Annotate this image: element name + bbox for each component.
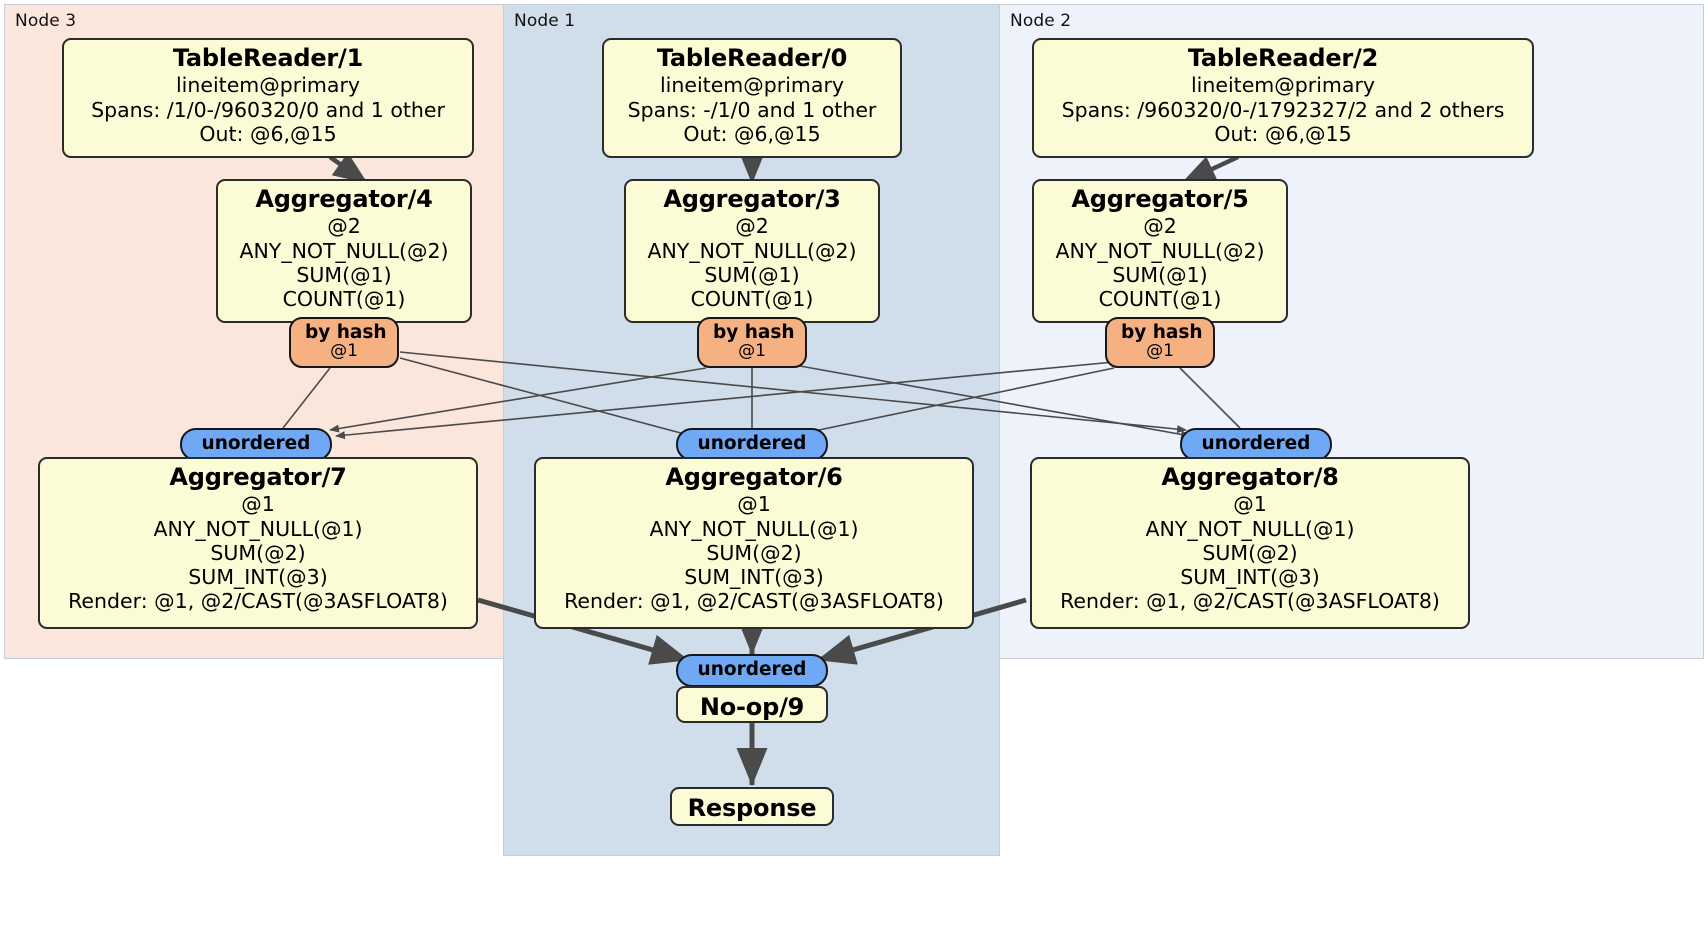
processor-title: Aggregator/6 — [665, 463, 843, 491]
processor-line: ANY_NOT_NULL(@2) — [1055, 238, 1265, 263]
processor-line: COUNT(@1) — [690, 286, 814, 311]
processor-line: lineitem@primary — [659, 73, 845, 98]
processor-title: Aggregator/7 — [169, 463, 347, 491]
hash-router-center[interactable]: by hash @1 — [697, 317, 807, 369]
processor-aggregator-6[interactable]: Aggregator/6 @1 ANY_NOT_NULL(@1) SUM(@2)… — [534, 457, 974, 629]
processor-line: ANY_NOT_NULL(@1) — [153, 516, 363, 541]
hash-router-label: by hash — [305, 322, 387, 343]
node-panel-label-node2: Node 2 — [1010, 11, 1072, 31]
processor-line: SUM_INT(@3) — [1180, 564, 1320, 589]
hash-router-label: by hash — [713, 322, 795, 343]
processor-title: TableReader/1 — [172, 44, 364, 72]
processor-title: Aggregator/5 — [1071, 185, 1249, 213]
processor-line: SUM(@1) — [296, 262, 392, 287]
processor-aggregator-7[interactable]: Aggregator/7 @1 ANY_NOT_NULL(@1) SUM(@2)… — [38, 457, 478, 629]
processor-tablereader-1[interactable]: TableReader/1 lineitem@primary Spans: /1… — [62, 38, 474, 158]
processor-title: Aggregator/8 — [1161, 463, 1339, 491]
processor-line: COUNT(@1) — [282, 286, 406, 311]
processor-line: SUM(@1) — [1112, 262, 1208, 287]
processor-line: SUM(@1) — [704, 262, 800, 287]
processor-line: Spans: /960320/0-/1792327/2 and 2 others — [1061, 97, 1505, 122]
processor-aggregator-3[interactable]: Aggregator/3 @2 ANY_NOT_NULL(@2) SUM(@1)… — [624, 179, 880, 323]
hash-router-column: @1 — [1146, 341, 1174, 362]
synchronizer-unordered-center[interactable]: unordered — [676, 428, 828, 462]
processor-line: Spans: -/1/0 and 1 other — [627, 97, 877, 122]
hash-router-left[interactable]: by hash @1 — [289, 317, 399, 369]
processor-line: SUM_INT(@3) — [188, 564, 328, 589]
processor-title: TableReader/2 — [1187, 44, 1379, 72]
hash-router-column: @1 — [738, 341, 766, 362]
processor-response[interactable]: Response — [670, 787, 834, 826]
processor-line: lineitem@primary — [1190, 73, 1376, 98]
processor-line: ANY_NOT_NULL(@2) — [647, 238, 857, 263]
hash-router-right[interactable]: by hash @1 — [1105, 317, 1215, 369]
synchronizer-label: unordered — [697, 659, 807, 680]
synchronizer-label: unordered — [201, 433, 311, 454]
processor-line: @2 — [1143, 214, 1177, 239]
processor-render-line: Render: @1, @2/CAST(@3ASFLOAT8) — [68, 589, 448, 614]
processor-line: ANY_NOT_NULL(@2) — [239, 238, 449, 263]
processor-line: @1 — [1233, 492, 1267, 517]
synchronizer-unordered-right[interactable]: unordered — [1180, 428, 1332, 462]
processor-line: @2 — [327, 214, 361, 239]
processor-line: SUM_INT(@3) — [684, 564, 824, 589]
processor-line: Out: @6,@15 — [683, 121, 821, 146]
processor-line: ANY_NOT_NULL(@1) — [1145, 516, 1355, 541]
processor-line: @1 — [737, 492, 771, 517]
processor-aggregator-8[interactable]: Aggregator/8 @1 ANY_NOT_NULL(@1) SUM(@2)… — [1030, 457, 1470, 629]
processor-title: Response — [687, 794, 817, 822]
processor-tablereader-2[interactable]: TableReader/2 lineitem@primary Spans: /9… — [1032, 38, 1534, 158]
processor-line: ANY_NOT_NULL(@1) — [649, 516, 859, 541]
synchronizer-label: unordered — [1201, 433, 1311, 454]
processor-line: @1 — [241, 492, 275, 517]
processor-title: No-op/9 — [699, 693, 805, 721]
processor-line: SUM(@2) — [210, 540, 306, 565]
processor-line: SUM(@2) — [1202, 540, 1298, 565]
processor-title: TableReader/0 — [656, 44, 848, 72]
processor-render-line: Render: @1, @2/CAST(@3ASFLOAT8) — [564, 589, 944, 614]
processor-line: lineitem@primary — [175, 73, 361, 98]
node-panel-label-node1: Node 1 — [514, 11, 576, 31]
hash-router-label: by hash — [1121, 322, 1203, 343]
processor-render-line: Render: @1, @2/CAST(@3ASFLOAT8) — [1060, 589, 1440, 614]
processor-line: Out: @6,@15 — [1214, 121, 1352, 146]
processor-line: COUNT(@1) — [1098, 286, 1222, 311]
processor-aggregator-5[interactable]: Aggregator/5 @2 ANY_NOT_NULL(@2) SUM(@1)… — [1032, 179, 1288, 323]
processor-line: Spans: /1/0-/960320/0 and 1 other — [91, 97, 445, 122]
processor-noop-9[interactable]: No-op/9 — [676, 686, 828, 723]
synchronizer-unordered-final[interactable]: unordered — [676, 654, 828, 688]
processor-title: Aggregator/4 — [255, 185, 433, 213]
synchronizer-label: unordered — [697, 433, 807, 454]
processor-line: @2 — [735, 214, 769, 239]
hash-router-column: @1 — [330, 341, 358, 362]
processor-aggregator-4[interactable]: Aggregator/4 @2 ANY_NOT_NULL(@2) SUM(@1)… — [216, 179, 472, 323]
processor-line: SUM(@2) — [706, 540, 802, 565]
processor-tablereader-0[interactable]: TableReader/0 lineitem@primary Spans: -/… — [602, 38, 902, 158]
processor-line: Out: @6,@15 — [199, 121, 337, 146]
processor-title: Aggregator/3 — [663, 185, 841, 213]
node-panel-label-node3: Node 3 — [15, 11, 77, 31]
